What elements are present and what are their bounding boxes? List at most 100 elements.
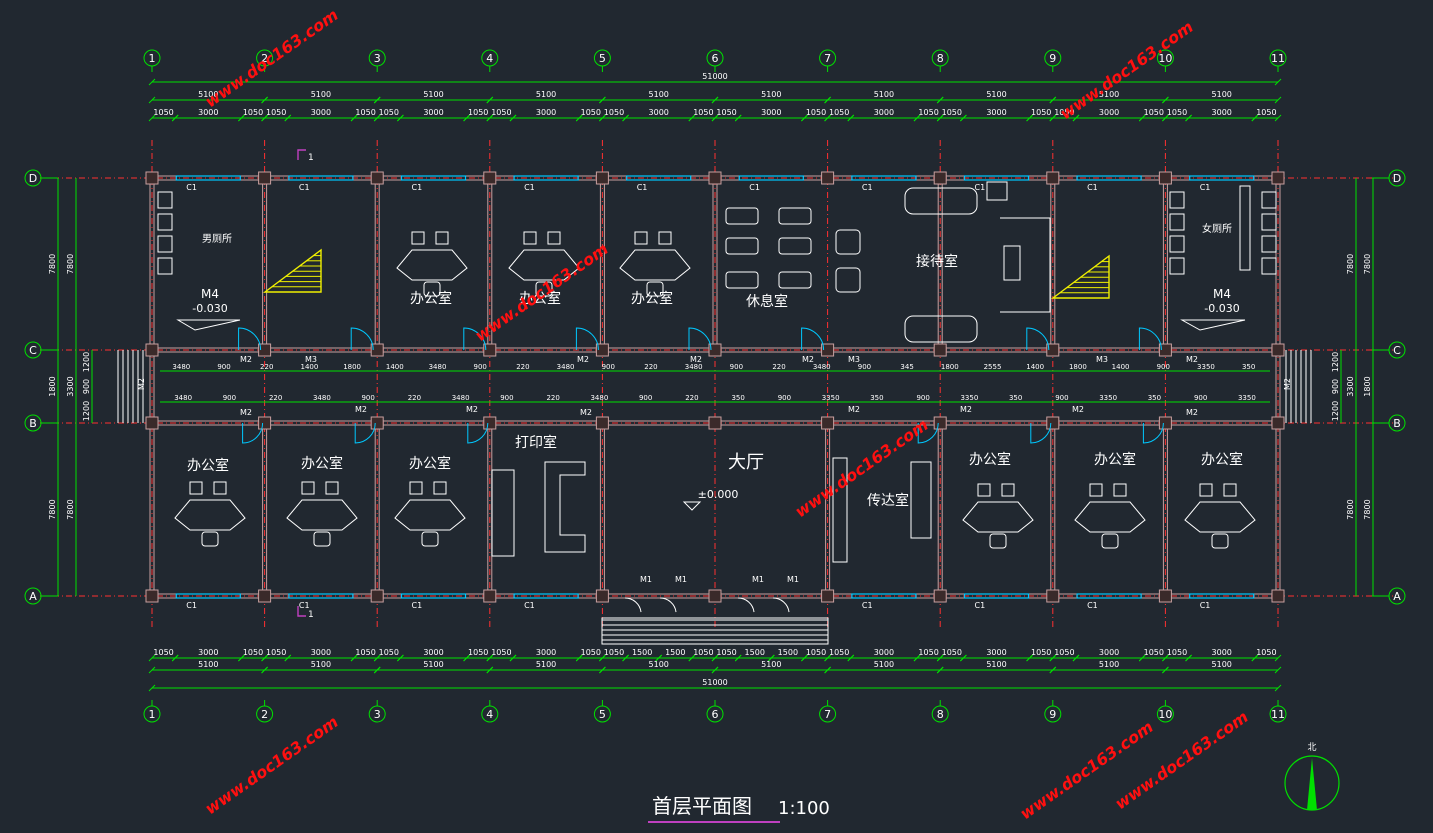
column-8-B [933,416,947,430]
axis-label-col-1-top: 1 [149,52,156,65]
reception-cabinet [986,181,1008,201]
dim-right-mid-2-text: 3300 [1346,376,1355,396]
dim-top-sub-1-a-text: 1050 [153,108,173,117]
dim-top-bay-10-tick-b [1274,96,1282,104]
dim-bot-sub-1-c-tick-a [238,654,245,662]
dim-bot-sub-8-a-tick-a [936,654,944,662]
room-label-guard: 传达室 [867,492,909,509]
window-label-south-1: C1 [186,601,197,610]
dim-bot-sub-5-3-tick-a [688,654,696,662]
dim-left-mid-2-text: 3300 [66,376,75,396]
office-s8-chair [989,533,1007,549]
window-label-north-9: C1 [1087,183,1098,192]
door-label-2: M2 [466,405,478,414]
dim-right-inner-1-text: 900 [1331,379,1340,394]
door-label-10: M3 [305,355,317,364]
dim-bot-sub-10-a-tick-a [1162,654,1169,662]
dim-right-inner-2-text: 1200 [1331,401,1340,421]
office-s10-desk [1184,501,1256,533]
north-arrow [1307,758,1317,810]
dim-bot-bay-10-text: 5100 [1212,660,1232,669]
rest-sofa-0 [725,207,759,225]
dim-top-sub-3-a-tick-a [373,114,381,122]
door-north-1 [350,327,374,351]
dim-corridor-b-text-22: 900 [1194,394,1207,402]
dim-corridor-b-text-21: 350 [1148,394,1161,402]
dim-bot-total-tick-b [1274,684,1282,692]
dim-bot-sub-6-2-tick-a [767,654,775,662]
office-n4-chair [535,281,553,297]
dim-top-sub-7-a-tick-a [824,114,831,122]
reception-sofa-l [1000,217,1051,313]
dim-top-sub-9-a-text: 1050 [1054,108,1074,117]
dim-top-sub-10-a-tick-a [1162,114,1169,122]
dim-corridor-c-text-5: 1400 [386,363,404,371]
column-11-B [1271,416,1285,430]
dim-corridor-c-text-15: 3480 [813,363,831,371]
entrance-door-label-2: M1 [752,575,764,584]
dim-top-sub-1-a-tick-a [148,114,156,122]
dim-corridor-b-text-0: 3480 [174,394,192,402]
dim-top-sub-3-b-tick-a [397,114,404,122]
window-south-2 [288,593,354,599]
dim-top-sub-8-c-tick-a [1026,114,1033,122]
window-label-north-3: C1 [412,183,423,192]
door-label-0: M2 [240,355,252,364]
female-partition [1239,185,1251,271]
female-toilet-b-1 [1169,213,1185,231]
dim-corridor-b-text-13: 900 [778,394,791,402]
door-south-2 [467,422,489,444]
dim-top-bay-3-tick-a [373,96,381,104]
dim-top-sub-3-c-text: 1050 [468,108,488,117]
column-10-D [1158,171,1172,185]
dim-corridor-b-text-1: 900 [223,394,236,402]
dim-bot-sub-8-a-text: 1050 [942,648,962,657]
dim-bot-bay-2-tick-a [261,666,268,674]
dim-bot-sub-8-c-text: 1050 [1031,648,1051,657]
dim-right-outer-3-text: 7800 [1363,499,1372,519]
door-north-5 [801,327,825,351]
column-10-C [1158,343,1172,357]
dim-bot-sub-4-c-tick-a [575,654,583,662]
dim-top-sub-10-b-tick-a [1185,114,1192,122]
wc-door-label-east: M4 [1213,287,1231,301]
axis-label-row-C-right: C [1393,344,1401,357]
dim-bot-sub-7-c-text: 1050 [918,648,938,657]
dim-right-outer-1-text: 7800 [1363,254,1372,274]
room-label-office-n3: 办公室 [410,290,452,307]
dim-bot-bay-6-tick-a [711,666,719,674]
entrance-door-arc-0 [624,597,642,613]
dim-corridor-c-text-0: 3480 [172,363,190,371]
office-s2-chair [313,531,331,547]
dim-bot-sub-10-b-tick-a [1185,654,1192,662]
armchair-1 [835,267,861,293]
window-label-north-5: C1 [637,183,648,192]
dim-bot-bay-4-tick-a [486,666,494,674]
room-label-office-n5: 办公室 [631,290,673,307]
window-north-1 [175,175,241,181]
dim-left-outer-2-text: 1800 [48,376,57,396]
window-north-2 [288,175,354,181]
dim-top-bay-8-text: 5100 [986,90,1006,99]
column-5-A [595,589,609,603]
window-label-south-8: C1 [975,601,986,610]
column-1-D [145,171,159,185]
office-s1-chair [201,531,219,547]
window-label-north-10: C1 [1200,183,1211,192]
column-2-D [258,171,272,185]
north-arrow-label: 北 [1307,742,1316,753]
dim-corridor-b-text-17: 3350 [960,394,978,402]
female-toilet-1 [1261,213,1277,231]
plan-scale: 1:100 [778,798,830,819]
dim-top-sub-2-a-text: 1050 [266,108,286,117]
dim-left-inner-1-text: 900 [82,379,91,394]
dim-bot-bay-8-tick-a [936,666,944,674]
wc-door-label-west: M4 [201,287,219,301]
entrance-door-arc-3 [772,597,790,613]
dim-top-bay-3-text: 5100 [423,90,443,99]
door-label-3: M2 [577,355,589,364]
window-label-south-9: C1 [1087,601,1098,610]
hall-level-label: ±0.000 [698,488,739,501]
dim-left-outer-1-text: 7800 [48,254,57,274]
column-7-C [821,343,835,357]
